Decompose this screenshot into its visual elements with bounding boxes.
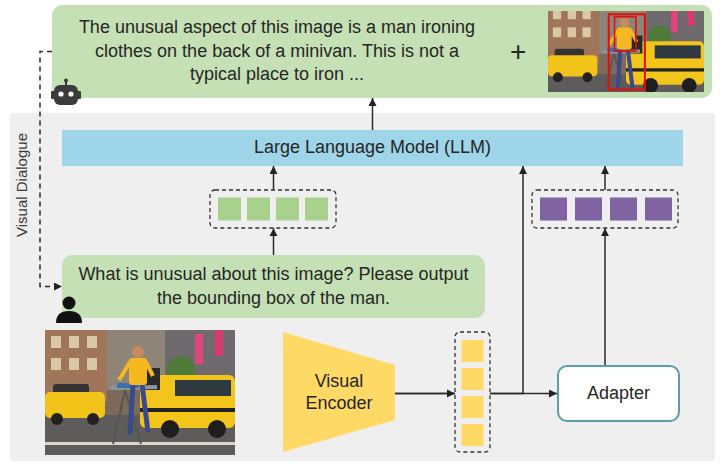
output-box: The unusual aspect of this image is a ma… (52, 5, 712, 98)
user-icon (55, 296, 83, 323)
node-text: Adapter (587, 382, 650, 405)
node-text: Visual Encoder (299, 370, 379, 415)
result-thumbnail (548, 11, 704, 92)
node-text: The unusual aspect of this image is a ma… (72, 16, 482, 86)
llm-box: Large Language Model (LLM) (62, 130, 683, 166)
encoder-trapezoid: Visual Encoder (283, 332, 395, 452)
adapter-box: Adapter (557, 365, 680, 422)
street-photo (45, 330, 235, 455)
prompt-box: What is unusual about this image? Please… (62, 255, 485, 318)
adapter-tokens (532, 190, 678, 236)
connector-arrow (372, 98, 374, 130)
robot-icon (50, 78, 82, 108)
node-text: + (510, 36, 526, 68)
dashed-feedback-arrow (40, 52, 62, 287)
visual-tokens (447, 332, 490, 452)
rotated-heading: Visual Dialogue (13, 133, 31, 237)
text-tokens (210, 190, 336, 236)
node-text: Large Language Model (LLM) (254, 136, 491, 159)
node-text: Visual Dialogue (13, 133, 30, 237)
trapezoid-shape (283, 332, 395, 452)
node-text: What is unusual about this image? Please… (74, 263, 474, 310)
dialogue-panel: Visual Dialogue Large Language Model (LL… (10, 113, 715, 461)
